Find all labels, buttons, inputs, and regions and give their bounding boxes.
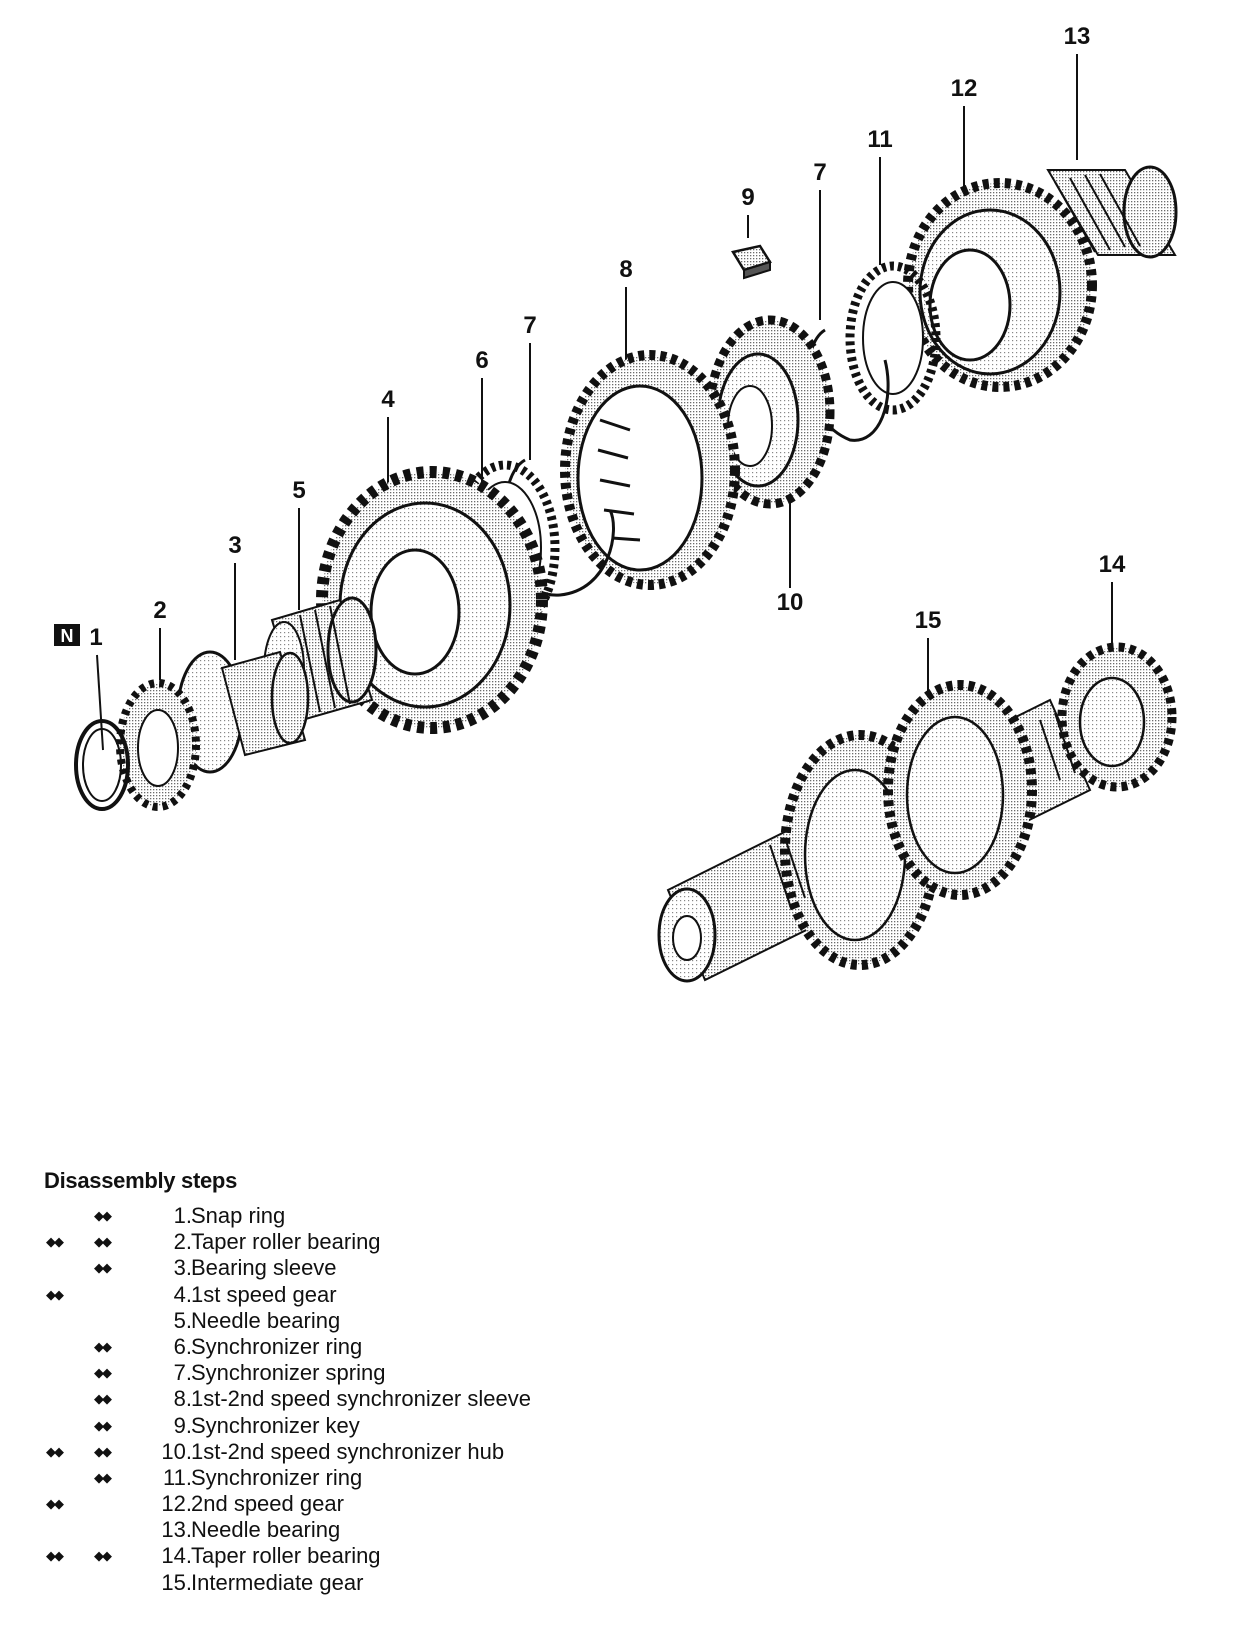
step-label: Taper roller bearing: [191, 1543, 381, 1569]
step-mark-2: ◆◆: [94, 1417, 112, 1433]
needle-bearing-13: [1046, 165, 1178, 259]
callout-9: 9: [741, 184, 754, 211]
synchronizer-hub-10: [705, 315, 835, 509]
callout-6: 6: [475, 347, 488, 374]
step-mark-2: ◆◆: [94, 1260, 112, 1276]
step-mark-2: ◆◆: [94, 1338, 112, 1354]
step-number: 11.: [163, 1464, 192, 1490]
step-label: Synchronizer ring: [191, 1464, 363, 1490]
step-mark-1: ◆◆: [46, 1496, 64, 1512]
callout-5: 5: [292, 477, 305, 504]
step-mark-1: ◆◆: [46, 1548, 64, 1564]
callout-15: 15: [915, 607, 942, 634]
callout-2: 2: [153, 597, 166, 624]
taper-roller-bearing-2: [116, 679, 200, 811]
step-number: 8.: [173, 1386, 192, 1412]
step-label: Synchronizer spring: [191, 1360, 386, 1386]
snap-ring-1: [74, 719, 130, 811]
second-speed-gear-12: [903, 178, 1097, 392]
step-mark-2: ◆◆: [94, 1443, 112, 1459]
callout-4: 4: [381, 386, 395, 413]
step-number: 12.: [161, 1491, 192, 1517]
step-label: 2nd speed gear: [191, 1491, 344, 1517]
step-label: Intermediate gear: [191, 1569, 364, 1595]
step-number: 6.: [173, 1333, 192, 1359]
n-mark: N: [54, 624, 80, 646]
callout-7-left: 7: [523, 312, 536, 339]
step-label: Taper roller bearing: [191, 1229, 381, 1255]
step-label: Needle bearing: [191, 1307, 341, 1333]
step-number: 4.: [173, 1281, 192, 1307]
callout-12: 12: [951, 75, 978, 102]
step-label: Synchronizer key: [191, 1412, 360, 1438]
synchronizer-ring-11: [845, 261, 941, 415]
exploded-parts-diagram: N 1 2 3 4 5 6 7 8 9 7 10 11 12 13 14 15: [54, 23, 1178, 983]
step-number: 9.: [173, 1412, 192, 1438]
svg-text:N: N: [61, 626, 74, 646]
step-number: 5.: [173, 1307, 192, 1333]
step-number: 15.: [161, 1569, 192, 1595]
step-number: 2.: [173, 1229, 192, 1255]
step-label: Bearing sleeve: [191, 1255, 337, 1281]
step-label: Synchronizer ring: [191, 1333, 363, 1359]
step-number: 10.: [161, 1438, 192, 1464]
bearing-sleeve-3: [176, 650, 310, 774]
step-mark-2: ◆◆: [94, 1548, 112, 1564]
step-label: Snap ring: [191, 1203, 286, 1228]
callout-10: 10: [777, 589, 804, 616]
step-mark-1: ◆◆: [46, 1443, 64, 1459]
callout-3: 3: [228, 532, 241, 559]
step-mark-2: ◆◆: [94, 1391, 112, 1407]
step-mark-2: ◆◆: [94, 1234, 112, 1250]
callout-14: 14: [1099, 551, 1126, 578]
callout-8: 8: [619, 256, 632, 283]
disassembly-steps-title: Disassembly steps: [44, 1168, 238, 1193]
step-label: 1st-2nd speed synchronizer hub: [191, 1438, 505, 1464]
first-speed-gear-4: [316, 466, 548, 734]
step-number: 3.: [173, 1255, 192, 1281]
intermediate-gear-15: [657, 680, 1092, 983]
synchronizer-sleeve-8: [560, 350, 740, 590]
step-label: 1st-2nd speed synchronizer sleeve: [191, 1386, 531, 1412]
step-mark-2: ◆◆: [94, 1365, 112, 1381]
taper-roller-bearing-14: [1057, 642, 1177, 792]
step-number: 1.: [173, 1203, 192, 1228]
step-mark-2: ◆◆: [94, 1469, 112, 1485]
callout-1: 1: [89, 624, 102, 651]
callout-7-right: 7: [813, 159, 826, 186]
step-mark-1: ◆◆: [46, 1286, 64, 1302]
step-label: Needle bearing: [191, 1517, 341, 1543]
step-number: 13.: [161, 1517, 192, 1543]
callout-13: 13: [1064, 23, 1091, 50]
callout-11: 11: [867, 126, 892, 153]
synchronizer-key-9: [731, 244, 772, 280]
step-number: 14.: [161, 1543, 192, 1569]
step-label: 1st speed gear: [191, 1281, 337, 1307]
step-mark-2: ◆◆: [94, 1208, 112, 1223]
step-mark-1: ◆◆: [46, 1234, 64, 1250]
step-number: 7.: [173, 1360, 192, 1386]
